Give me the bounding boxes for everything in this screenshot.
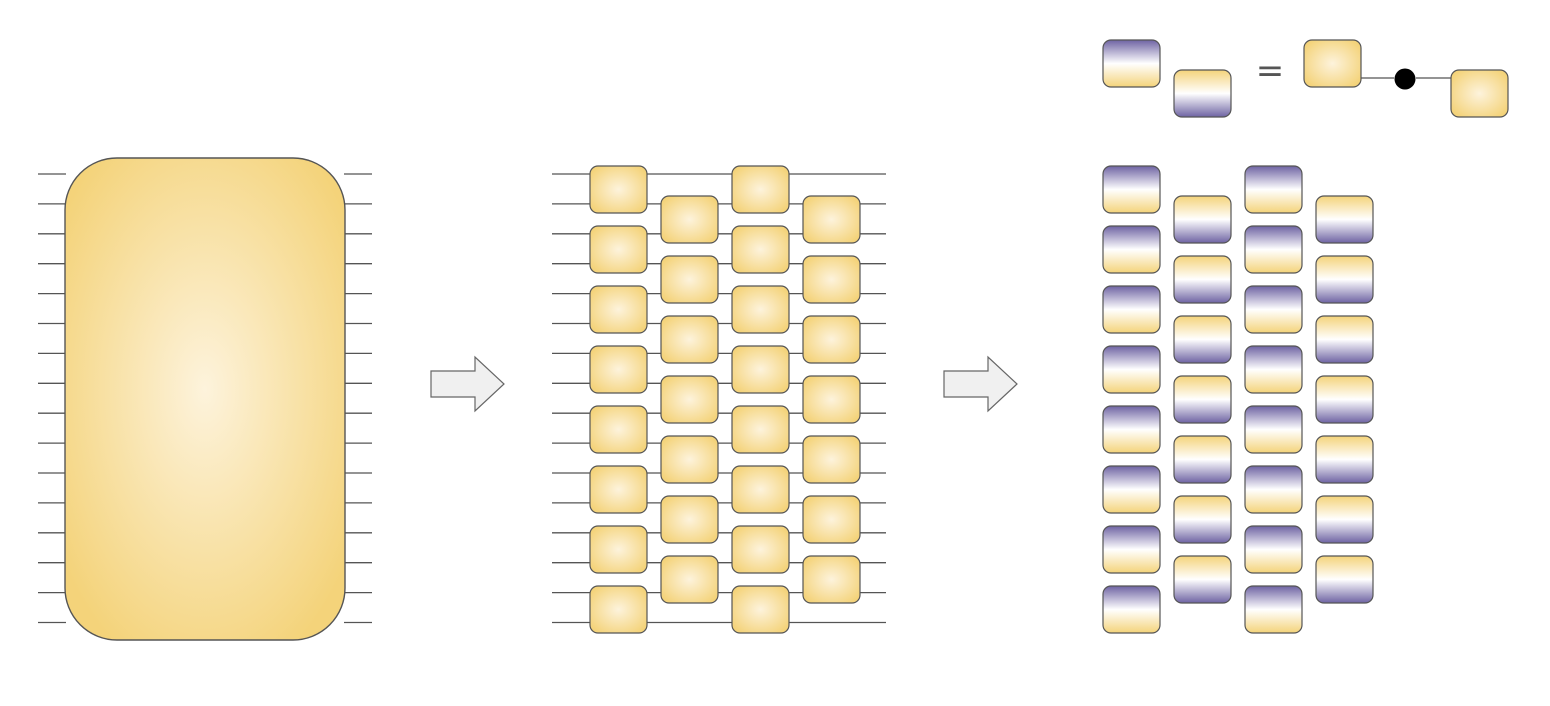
factorized-circuit-panel <box>1102 165 1374 634</box>
factorized-gate-purple-top <box>1244 225 1303 274</box>
factorized-gate-purple-bottom <box>1173 195 1232 244</box>
two-qubit-gate <box>802 195 861 244</box>
factorized-gate-purple-top <box>1102 585 1161 634</box>
factorized-gate-purple-bottom <box>1173 435 1232 484</box>
factorized-gate-purple-top <box>1244 285 1303 334</box>
factorized-gate-purple-top <box>1244 165 1303 214</box>
factorized-gate-purple-bottom <box>1315 555 1374 604</box>
factorized-gate-purple-bottom <box>1173 255 1232 304</box>
two-qubit-gate <box>731 405 790 454</box>
factorized-gate-purple-top <box>1102 525 1161 574</box>
two-qubit-gate <box>589 465 648 514</box>
two-qubit-gate <box>660 435 719 484</box>
factorized-gate-purple-top <box>1102 165 1161 214</box>
legend-gate-gold <box>1303 39 1362 88</box>
factorized-gate-purple-top <box>1102 405 1161 454</box>
two-qubit-gate <box>802 255 861 304</box>
factorized-gate-purple-bottom <box>1315 315 1374 364</box>
factorized-gate-purple-top <box>1102 465 1161 514</box>
factorized-gate-purple-top <box>1244 405 1303 454</box>
arrow-right-icon <box>430 355 505 413</box>
two-qubit-gate <box>589 165 648 214</box>
two-qubit-gate <box>589 345 648 394</box>
factorized-gate-purple-bottom <box>1315 495 1374 544</box>
equals-sign: = <box>1256 51 1285 91</box>
two-qubit-gate <box>731 285 790 334</box>
factorized-gate-purple-bottom <box>1315 255 1374 304</box>
two-qubit-gate <box>731 525 790 574</box>
two-qubit-gate <box>731 165 790 214</box>
factorized-gate-purple-top <box>1244 345 1303 394</box>
factorized-gate-purple-top <box>1102 225 1161 274</box>
two-qubit-gate <box>731 225 790 274</box>
full-unitary-panel <box>38 157 372 641</box>
two-qubit-gate <box>731 465 790 514</box>
two-qubit-gate <box>802 375 861 424</box>
arrow-right-icon <box>943 355 1018 413</box>
unitary-block <box>64 157 346 641</box>
two-qubit-gate <box>660 315 719 364</box>
factorized-gate-purple-bottom <box>1173 495 1232 544</box>
two-qubit-gate <box>731 585 790 634</box>
factorized-gate-purple-bottom <box>1315 435 1374 484</box>
two-qubit-gate <box>660 495 719 544</box>
gate-decomposition-legend <box>1102 39 1509 118</box>
legend-gate-purple-top <box>1102 39 1161 88</box>
two-qubit-gate <box>802 555 861 604</box>
factorized-gate-purple-bottom <box>1173 315 1232 364</box>
two-qubit-gate <box>589 405 648 454</box>
legend-gate-purple-bottom <box>1173 69 1232 118</box>
arrow-shape <box>943 355 1018 413</box>
two-qubit-gate <box>589 225 648 274</box>
factorized-gate-purple-bottom <box>1173 375 1232 424</box>
two-qubit-gate <box>802 435 861 484</box>
two-qubit-gate <box>802 495 861 544</box>
factorized-gate-purple-top <box>1244 525 1303 574</box>
factorized-gate-purple-top <box>1102 285 1161 334</box>
factorized-gate-purple-bottom <box>1315 375 1374 424</box>
two-qubit-gate <box>660 555 719 604</box>
arrow-shape <box>430 355 505 413</box>
two-qubit-gate <box>731 345 790 394</box>
bond-node <box>1394 68 1416 90</box>
two-qubit-gate <box>660 375 719 424</box>
factorized-gate-purple-top <box>1244 585 1303 634</box>
two-qubit-gate <box>660 195 719 244</box>
two-qubit-gate <box>589 585 648 634</box>
two-qubit-gate <box>589 525 648 574</box>
factorized-gate-purple-top <box>1244 465 1303 514</box>
factorized-gate-purple-bottom <box>1315 195 1374 244</box>
factorized-gate-purple-top <box>1102 345 1161 394</box>
two-qubit-gate <box>802 315 861 364</box>
legend-gate-gold <box>1450 69 1509 118</box>
two-qubit-gate <box>589 285 648 334</box>
factorized-gate-purple-bottom <box>1173 555 1232 604</box>
two-qubit-gate <box>660 255 719 304</box>
brickwork-circuit-panel <box>552 165 886 634</box>
